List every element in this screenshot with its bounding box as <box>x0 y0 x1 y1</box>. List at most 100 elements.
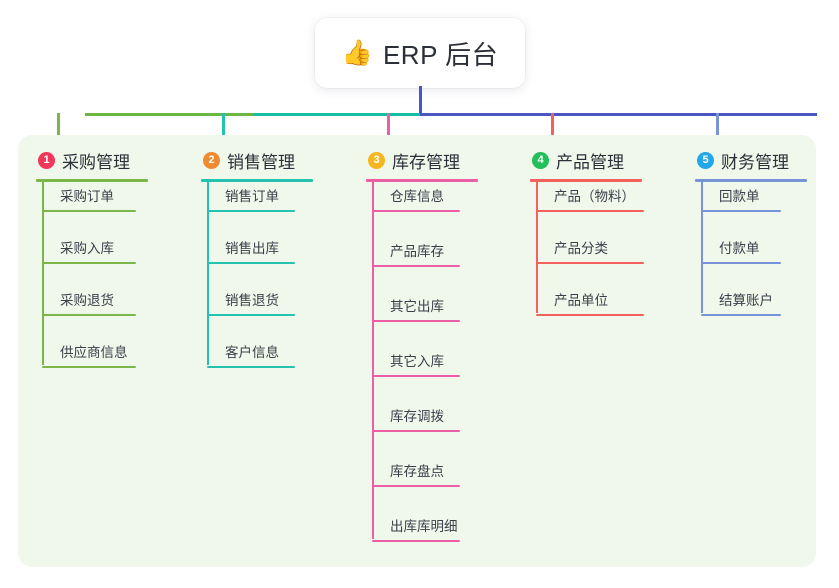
leaf-item-label: 销售订单 <box>225 189 279 204</box>
branch-title: 采购管理 <box>62 152 130 172</box>
leaf-item[interactable]: 其它入库 <box>372 350 460 377</box>
leaf-item-underline <box>372 320 460 322</box>
leaf-item[interactable]: 采购订单 <box>42 185 136 212</box>
leaf-item[interactable]: 采购入库 <box>42 237 136 264</box>
branch-header-采购管理[interactable]: 1 采购管理 <box>36 147 148 173</box>
leaf-item[interactable]: 供应商信息 <box>42 341 136 368</box>
leaf-item-label: 产品单位 <box>554 293 608 308</box>
thumbs-up-icon: 👍 <box>341 38 373 67</box>
leaf-item-underline <box>372 265 460 267</box>
leaf-item[interactable]: 产品库存 <box>372 240 460 267</box>
leaf-item-underline <box>372 540 460 542</box>
leaf-item-label: 产品分类 <box>554 241 608 256</box>
leaf-item-underline <box>701 262 781 264</box>
leaf-item[interactable]: 销售退货 <box>207 289 295 316</box>
drop-connector-库存管理 <box>387 113 390 143</box>
branch-title: 产品管理 <box>556 152 624 172</box>
leaf-item-underline <box>207 314 295 316</box>
bar-segment-1 <box>85 113 254 116</box>
leaf-item[interactable]: 仓库信息 <box>372 185 460 212</box>
branch-spine <box>42 182 44 365</box>
leaf-item-label: 销售退货 <box>225 293 279 308</box>
branch-column-库存管理: 3 库存管理仓库信息产品库存其它出库其它入库库存调拨库存盘点出库库明细 <box>366 147 478 542</box>
branch-title: 库存管理 <box>392 152 460 172</box>
leaf-item[interactable]: 销售出库 <box>207 237 295 264</box>
leaf-item[interactable]: 客户信息 <box>207 341 295 368</box>
branch-underline <box>695 179 807 182</box>
leaf-item-underline <box>42 210 136 212</box>
branch-number-badge: 1 <box>38 151 55 169</box>
leaf-item-label: 其它出库 <box>390 299 444 314</box>
leaf-item-label: 销售出库 <box>225 241 279 256</box>
bar-segment-3 <box>420 113 817 116</box>
leaf-item-underline <box>701 314 781 316</box>
leaf-item-label: 仓库信息 <box>390 189 444 204</box>
leaf-item-label: 产品（物料） <box>554 189 635 204</box>
bar-segment-2 <box>253 113 421 116</box>
leaf-item[interactable]: 产品分类 <box>536 237 644 264</box>
leaf-item-label: 供应商信息 <box>60 345 128 360</box>
leaf-item[interactable]: 回款单 <box>701 185 781 212</box>
leaf-item-label: 库存调拨 <box>390 409 444 424</box>
root-node-erp-backend[interactable]: 👍 ERP 后台 <box>315 18 525 88</box>
branch-header-产品管理[interactable]: 4 产品管理 <box>530 147 642 173</box>
leaf-item[interactable]: 出库库明细 <box>372 515 460 542</box>
branch-header-财务管理[interactable]: 5 财务管理 <box>695 147 807 173</box>
root-node-title: ERP 后台 <box>382 39 499 70</box>
branch-column-产品管理: 4 产品管理产品（物料） 产品分类产品单位 <box>530 147 644 316</box>
leaf-item-label: 结算账户 <box>719 293 773 308</box>
branch-column-销售管理: 2 销售管理销售订单销售出库销售退货客户信息 <box>201 147 313 368</box>
leaf-item-label: 库存盘点 <box>390 464 444 479</box>
leaf-item-underline <box>372 210 460 212</box>
leaf-item-underline <box>207 210 295 212</box>
leaf-item-label: 出库库明细 <box>390 519 458 534</box>
branch-spine <box>701 182 703 313</box>
branch-underline <box>366 179 478 182</box>
branch-number-badge: 2 <box>203 151 220 169</box>
leaf-item-underline <box>42 262 136 264</box>
branch-header-销售管理[interactable]: 2 销售管理 <box>201 147 313 173</box>
leaf-item-label: 其它入库 <box>390 354 444 369</box>
leaf-item-label: 产品库存 <box>390 244 444 259</box>
trunk-connector <box>419 86 422 116</box>
branch-column-财务管理: 5 财务管理回款单付款单结算账户 <box>695 147 807 316</box>
branch-number-badge: 5 <box>697 151 714 169</box>
branch-number-badge: 3 <box>368 151 385 169</box>
branch-spine <box>372 182 374 539</box>
drop-connector-财务管理 <box>716 113 719 143</box>
leaf-item-label: 回款单 <box>719 189 760 204</box>
leaf-item-underline <box>536 314 644 316</box>
branch-title: 财务管理 <box>721 152 789 172</box>
branch-header-库存管理[interactable]: 3 库存管理 <box>366 147 478 173</box>
branch-column-采购管理: 1 采购管理采购订单采购入库采购退货供应商信息 <box>36 147 148 368</box>
leaf-item[interactable]: 其它出库 <box>372 295 460 322</box>
branch-underline <box>201 179 313 182</box>
leaf-item-label: 采购入库 <box>60 241 114 256</box>
leaf-item[interactable]: 库存盘点 <box>372 460 460 487</box>
branch-underline <box>36 179 148 182</box>
branch-title: 销售管理 <box>227 152 295 172</box>
branch-spine <box>536 182 538 313</box>
leaf-item-label: 客户信息 <box>225 345 279 360</box>
leaf-item-underline <box>536 210 644 212</box>
leaf-item[interactable]: 采购退货 <box>42 289 136 316</box>
leaf-item[interactable]: 库存调拨 <box>372 405 460 432</box>
leaf-item[interactable]: 结算账户 <box>701 289 781 316</box>
leaf-item-underline <box>42 314 136 316</box>
leaf-item[interactable]: 产品单位 <box>536 289 644 316</box>
branch-number-badge: 4 <box>532 151 549 169</box>
leaf-item[interactable]: 付款单 <box>701 237 781 264</box>
branch-underline <box>530 179 642 182</box>
leaf-item-underline <box>207 262 295 264</box>
leaf-item-underline <box>42 366 136 368</box>
drop-connector-销售管理 <box>222 113 225 143</box>
leaf-item-label: 采购订单 <box>60 189 114 204</box>
drop-connector-采购管理 <box>57 113 60 143</box>
leaf-item-underline <box>372 485 460 487</box>
leaf-item-label: 付款单 <box>719 241 760 256</box>
leaf-item[interactable]: 产品（物料） <box>536 185 644 212</box>
branch-spine <box>207 182 209 365</box>
leaf-item-underline <box>207 366 295 368</box>
leaf-item[interactable]: 销售订单 <box>207 185 295 212</box>
